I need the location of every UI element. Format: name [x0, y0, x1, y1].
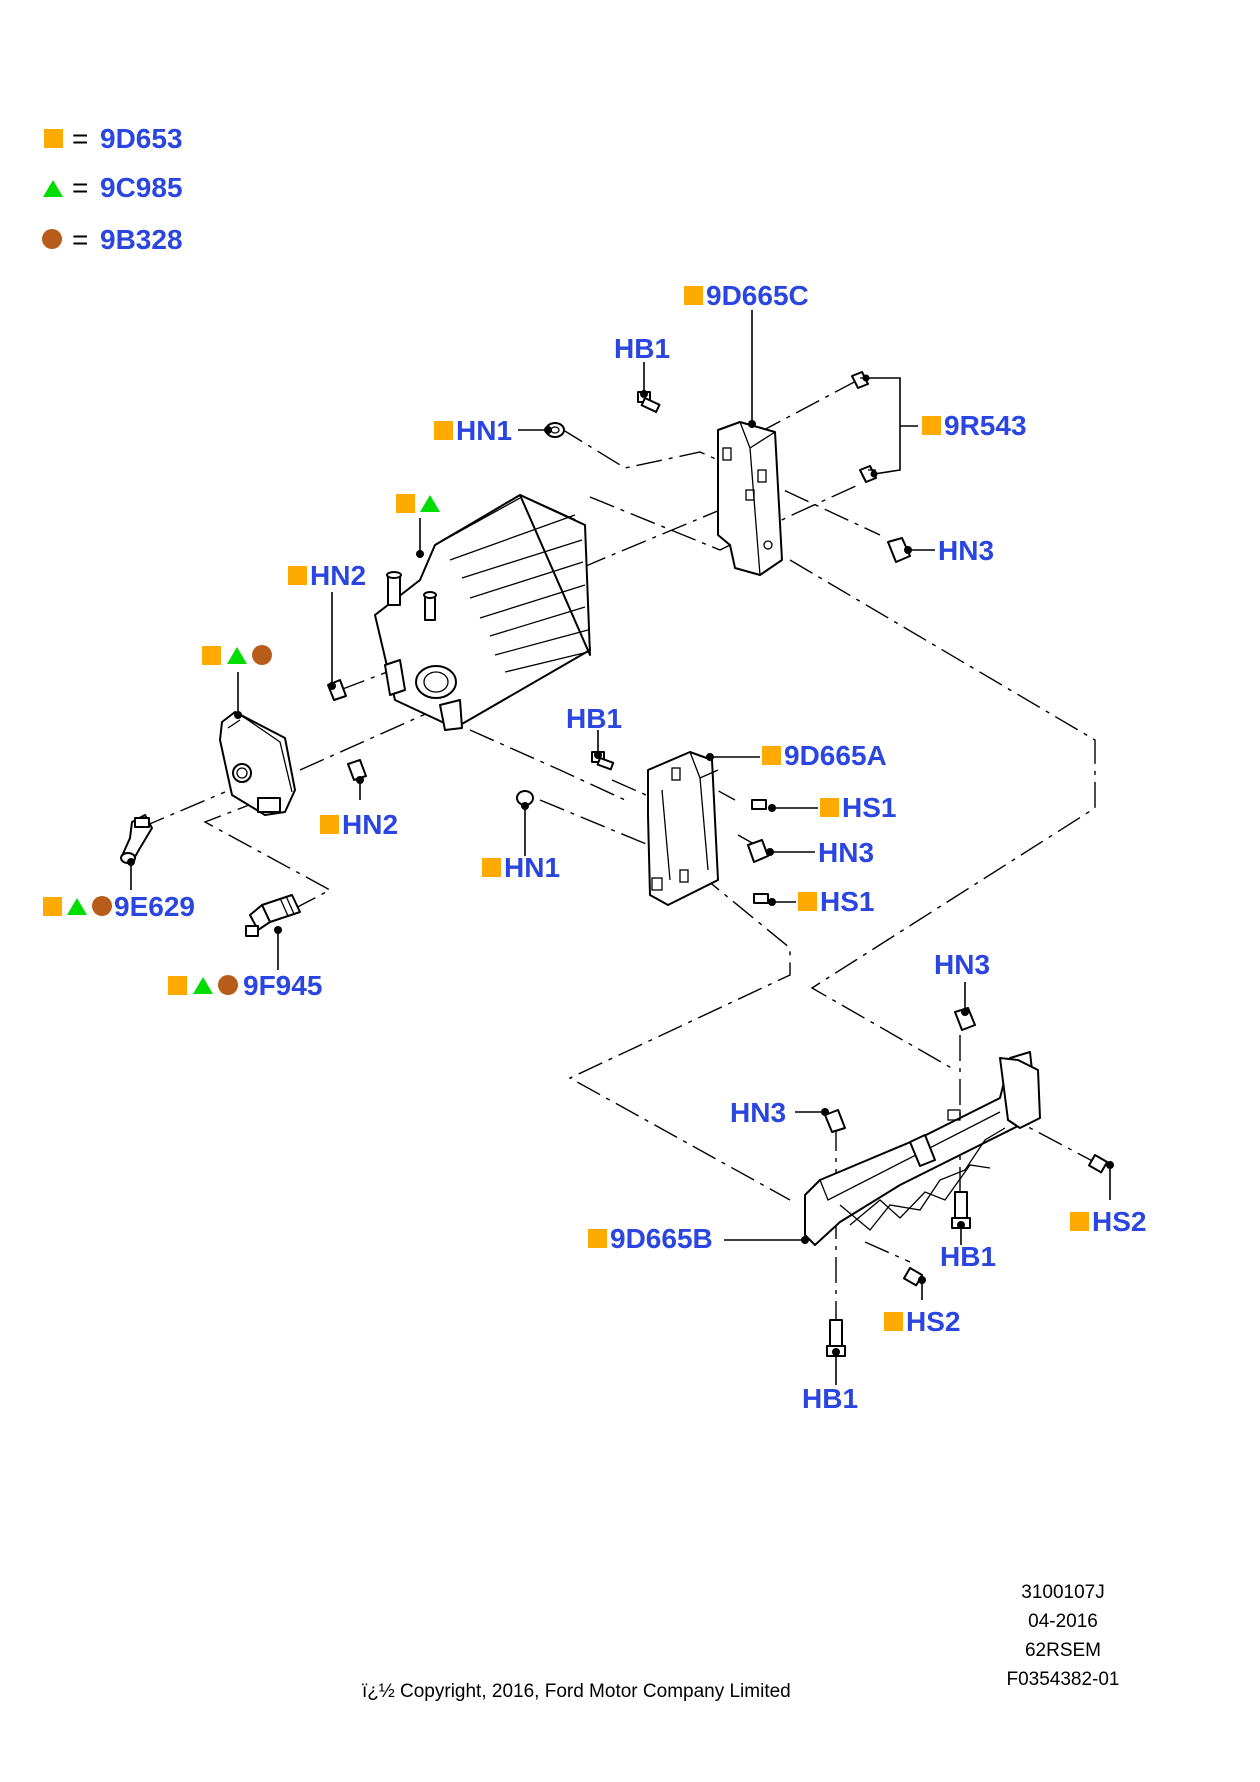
svg-text:HN2: HN2: [310, 560, 366, 591]
callout-9d665a: 9D665A: [762, 740, 887, 771]
sensor-9f945: [245, 894, 301, 937]
legend-square-code: 9D653: [100, 123, 183, 154]
callout-hn3-low: HN3: [730, 1097, 786, 1128]
callout-9r543: 9R543: [922, 410, 1027, 441]
callout-hn3-top: HN3: [938, 535, 994, 566]
legend-equals: =: [72, 123, 88, 154]
callout-hn3-right: HN3: [934, 949, 990, 980]
bracket-9d665a: [647, 751, 719, 906]
footer-ref-1: 3100107J: [1021, 1582, 1104, 1603]
svg-text:9F945: 9F945: [243, 970, 322, 1001]
callout-hb1-right: HB1: [940, 1241, 996, 1272]
nut-hn3-top: [887, 537, 911, 563]
callout-9f945: 9F945: [168, 970, 322, 1001]
assembly-lines: [139, 379, 1101, 1320]
callout-canister-icons: [396, 494, 440, 513]
callout-hn2-bot: HN2: [320, 809, 398, 840]
footer-ref-4: F0354382-01: [1006, 1669, 1119, 1690]
leader-lines: [127, 310, 1114, 1385]
callout-hn3-mid: HN3: [818, 837, 874, 868]
svg-text:HN1: HN1: [456, 415, 512, 446]
evap-canister: [374, 494, 591, 731]
legend-equals: =: [72, 224, 88, 255]
legend-triangle-icon: [43, 180, 63, 197]
callout-hn1-mid: HN1: [482, 852, 560, 883]
screw-hs2-right: [1088, 1154, 1109, 1174]
svg-text:9E629: 9E629: [114, 891, 195, 922]
callout-hn2-top: HN2: [288, 560, 366, 591]
rail-9d665b: [804, 1051, 1041, 1246]
callout-hs2-right: HS2: [1070, 1206, 1146, 1237]
legend-triangle-code: 9C985: [100, 172, 183, 203]
callout-9d665b: 9D665B: [588, 1223, 713, 1254]
legend-circle-code: 9B328: [100, 224, 183, 255]
svg-text:HN1: HN1: [504, 852, 560, 883]
callout-hn1-top: HN1: [434, 415, 512, 446]
legend-square-icon: [44, 129, 63, 148]
svg-text:HS2: HS2: [906, 1306, 960, 1337]
legend: = 9D653 = 9C985 = 9B328: [42, 123, 183, 255]
callout-filter-icons: [202, 645, 272, 665]
callout-hs1-top: HS1: [820, 792, 896, 823]
bracket-9d665c: [717, 421, 783, 576]
legend-circle-icon: [42, 229, 62, 249]
svg-text:HS1: HS1: [820, 886, 874, 917]
svg-text:HN2: HN2: [342, 809, 398, 840]
svg-text:9D665B: 9D665B: [610, 1223, 713, 1254]
svg-text:9R543: 9R543: [944, 410, 1027, 441]
callout-hb1-bottom: HB1: [802, 1383, 858, 1414]
callout-hb1-mid: HB1: [566, 703, 622, 734]
legend-equals: =: [72, 172, 88, 203]
svg-text:HS2: HS2: [1092, 1206, 1146, 1237]
filter-box: [219, 711, 296, 816]
callout-hs1-bot: HS1: [798, 886, 874, 917]
svg-text:9D665C: 9D665C: [706, 280, 809, 311]
callouts: 9D665C HB1 HN1 9R543 HN3 HN2 HB1 9D665A: [43, 280, 1146, 1414]
callout-hs2-low: HS2: [884, 1306, 960, 1337]
clip-9r543-lower: [859, 465, 877, 483]
footer: 3100107J 04-2016 62RSEM F0354382-01 ï¿½ …: [362, 1582, 1120, 1702]
footer-copyright: ï¿½ Copyright, 2016, Ford Motor Company …: [362, 1681, 791, 1702]
elbow-hose: [120, 814, 153, 864]
callout-9d665c: 9D665C: [684, 280, 809, 311]
callout-9e629: 9E629: [43, 891, 195, 922]
callout-hb1-top: HB1: [614, 333, 670, 364]
footer-ref-2: 04-2016: [1028, 1611, 1098, 1632]
screw-hs1-top: [751, 799, 767, 810]
svg-text:HS1: HS1: [842, 792, 896, 823]
svg-text:9D665A: 9D665A: [784, 740, 887, 771]
nut-hn3-mid: [747, 839, 769, 863]
nut-hn3-low: [824, 1109, 846, 1133]
footer-ref-3: 62RSEM: [1025, 1640, 1101, 1661]
screw-hs1-bot: [753, 893, 769, 904]
nut-hn2-bot: [347, 759, 367, 781]
